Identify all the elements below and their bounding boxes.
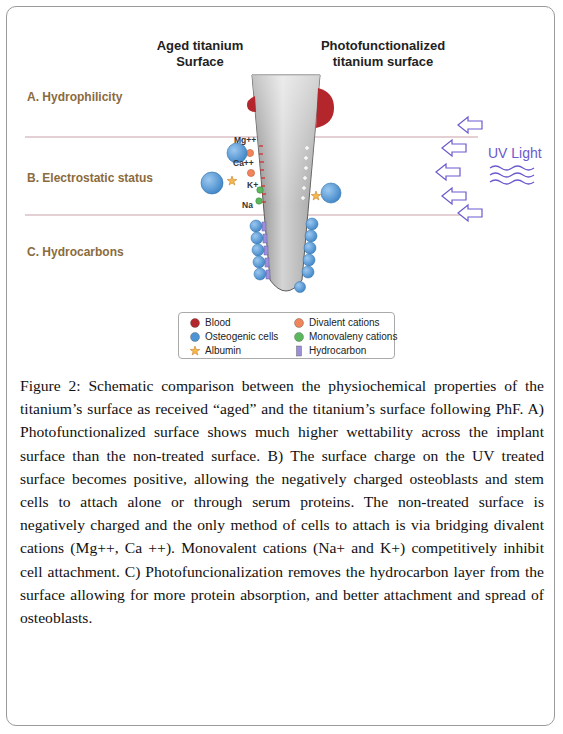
uv-waves	[490, 166, 534, 184]
row-label: C. Hydrocarbons	[27, 245, 187, 259]
legend-swatch	[189, 317, 201, 329]
monovalent-cation	[256, 198, 262, 204]
blood-drop	[247, 96, 256, 112]
divalent-cation	[246, 149, 253, 156]
implant-shine	[252, 75, 320, 291]
legend-text: Blood	[205, 317, 231, 329]
section-line	[25, 215, 478, 216]
ion-label: Mg++	[234, 135, 264, 145]
legend-swatch	[189, 331, 201, 343]
divalent-cation	[247, 169, 254, 176]
row-label: A. Hydrophilicity	[27, 90, 187, 104]
legend-text: Monovaleny cations	[309, 331, 397, 343]
albumin-star	[227, 176, 237, 185]
osteogenic-cell	[321, 183, 341, 203]
column-heading: Aged titanium Surface	[145, 38, 255, 69]
row-label: B. Electrostatic status	[27, 171, 197, 185]
legend-swatch	[293, 345, 305, 357]
implant-body	[252, 75, 320, 291]
legend-box: BloodOsteogenic cellsAlbumin Divalent cat…	[178, 312, 395, 359]
legend-symbol	[189, 345, 201, 357]
uv-label: UV Light	[488, 145, 558, 162]
albumin-star	[311, 191, 321, 200]
attached-cells	[250, 218, 318, 293]
legend-swatch	[293, 331, 305, 343]
positive-charges	[301, 146, 309, 200]
column-heading: Photofunctionalized titanium surface	[313, 38, 453, 69]
legend-text: Osteogenic cells	[205, 331, 278, 343]
negative-charges	[259, 146, 266, 202]
ion-label: Na	[242, 200, 262, 210]
legend-swatch	[293, 317, 305, 329]
legend-text: Hydrocarbon	[309, 345, 366, 357]
legend-text: Divalent cations	[309, 317, 380, 329]
osteogenic-cell	[201, 172, 223, 194]
blood-drop	[316, 88, 334, 128]
ion-label: K+	[247, 180, 267, 190]
figure-caption: Figure 2: Schematic comparison between t…	[20, 374, 544, 629]
uv-arrows	[436, 117, 482, 221]
legend-text: Albumin	[205, 345, 241, 357]
ion-label: Ca++	[233, 158, 263, 168]
